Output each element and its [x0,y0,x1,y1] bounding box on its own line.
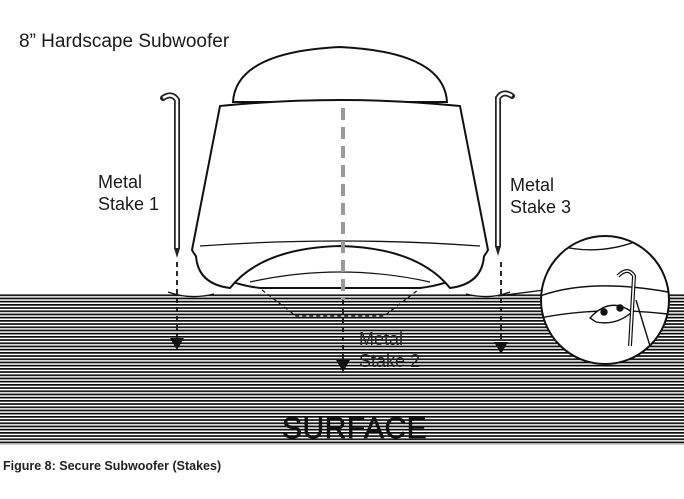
stake-2-label: Metal Stake 2 [359,328,420,372]
figure-caption: Figure 8: Secure Subwoofer (Stakes) [3,459,222,473]
stake-3-label-line1: Metal [510,175,555,195]
subwoofer-icon [167,45,511,317]
diagram-title: 8” Hardscape Subwoofer [19,31,230,52]
stake-1-label: Metal Stake 1 [98,171,159,215]
stake-3-label: Metal Stake 3 [510,174,571,218]
stake-icon [160,92,180,258]
detail-magnifier-icon [497,235,670,365]
surface-label: SURFACE [282,412,428,446]
stake-3-label-line2: Stake 3 [510,197,572,217]
down-arrow-icon [176,262,502,362]
down-arrow-icon [170,338,508,372]
stake-2-label-line1: Metal [359,329,404,349]
stake-1-label-line2: Stake 1 [98,194,160,214]
stake-1-label-line1: Metal [98,172,143,192]
stake-icon [495,90,515,256]
stake-2-label-line2: Stake 2 [359,351,421,371]
